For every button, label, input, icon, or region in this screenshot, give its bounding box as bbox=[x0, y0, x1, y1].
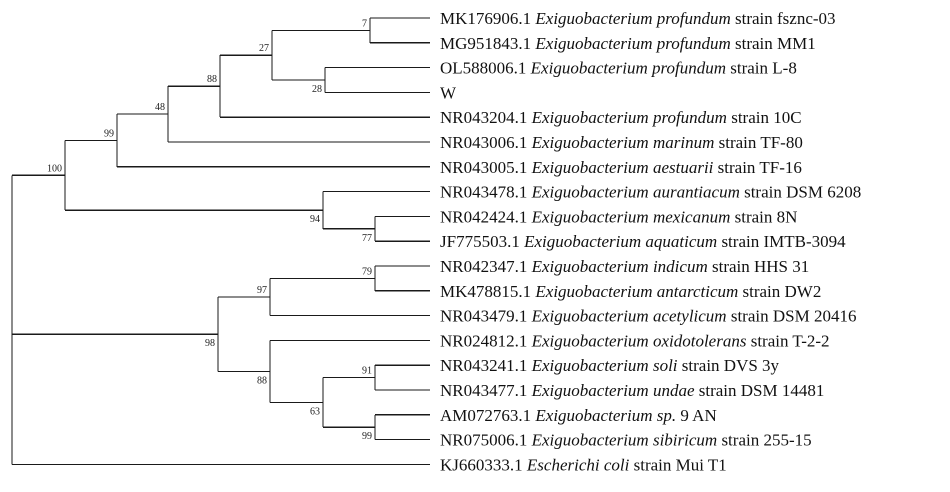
leaf-strain: strain 255-15 bbox=[717, 431, 811, 450]
leaf-species: Exiguobacterium antarcticum bbox=[531, 282, 738, 301]
leaf-species: Exiguobacterium profundum bbox=[531, 9, 731, 28]
bootstrap-value: 100 bbox=[47, 163, 62, 174]
leaf-label-L11: MK478815.1 Exiguobacterium antarcticum s… bbox=[440, 282, 821, 301]
leaf-label-L6: NR043005.1 Exiguobacterium aestuarii str… bbox=[440, 158, 802, 177]
leaf-label-L7: NR043478.1 Exiguobacterium aurantiacum s… bbox=[440, 183, 861, 202]
leaf-strain: strain TF-80 bbox=[714, 133, 802, 152]
leaf-species: Exiguobacterium profundum bbox=[531, 34, 731, 53]
leaf-accession: NR043006.1 bbox=[440, 133, 527, 152]
leaf-species: Escherichi coli bbox=[523, 455, 630, 474]
leaf-strain: strain Mui T1 bbox=[629, 455, 726, 474]
leaf-species: Exiguobacterium marinum bbox=[527, 133, 714, 152]
leaf-accession: JF775503.1 bbox=[440, 232, 520, 251]
leaf-strain: strain DSM 6208 bbox=[740, 183, 861, 202]
leaf-accession: NR024812.1 bbox=[440, 331, 527, 350]
leaf-strain: strain MM1 bbox=[731, 34, 816, 53]
bootstrap-value: 98 bbox=[205, 338, 215, 349]
leaf-accession: MG951843.1 bbox=[440, 34, 531, 53]
leaf-strain: strain DW2 bbox=[738, 282, 821, 301]
bootstrap-value: 28 bbox=[312, 84, 322, 95]
bootstrap-value: 77 bbox=[362, 233, 372, 244]
leaf-label-L17: NR075006.1 Exiguobacterium sibiricum str… bbox=[440, 431, 812, 450]
leaf-label-L1: MG951843.1 Exiguobacterium profundum str… bbox=[440, 34, 816, 53]
leaf-strain: strain HHS 31 bbox=[708, 257, 810, 276]
leaf-species: Exiguobacterium oxidotolerans bbox=[527, 331, 746, 350]
bootstrap-value: 79 bbox=[362, 266, 372, 277]
leaf-label-L2: OL588006.1 Exiguobacterium profundum str… bbox=[440, 59, 797, 78]
leaf-label-L3: W bbox=[440, 83, 457, 102]
leaf-accession: NR043478.1 bbox=[440, 183, 527, 202]
leaf-species: Exiguobacterium aestuarii bbox=[527, 158, 713, 177]
leaf-accession: MK478815.1 bbox=[440, 282, 531, 301]
leaf-label-L10: NR042347.1 Exiguobacterium indicum strai… bbox=[440, 257, 809, 276]
leaf-species: Exiguobacterium aquaticum bbox=[520, 232, 717, 251]
bootstrap-value: 99 bbox=[104, 128, 114, 139]
leaf-labels: MK176906.1 Exiguobacterium profundum str… bbox=[440, 9, 861, 474]
leaf-accession: NR042424.1 bbox=[440, 207, 527, 226]
leaf-accession: NR043005.1 bbox=[440, 158, 527, 177]
leaf-accession: NR043479.1 bbox=[440, 307, 527, 326]
bootstrap-value: 97 bbox=[257, 285, 267, 296]
leaf-species: Exiguobacterium undae bbox=[527, 381, 695, 400]
leaf-accession: W bbox=[440, 83, 457, 102]
leaf-label-L18: KJ660333.1 Escherichi coli strain Mui T1 bbox=[440, 455, 727, 474]
bootstrap-value: 99 bbox=[362, 431, 372, 442]
leaf-strain: strain DVS 3y bbox=[678, 356, 780, 375]
leaf-strain: strain T-2-2 bbox=[746, 331, 829, 350]
leaf-strain: strain fsznc-03 bbox=[731, 9, 836, 28]
leaf-accession: KJ660333.1 bbox=[440, 455, 523, 474]
leaf-accession: NR043477.1 bbox=[440, 381, 527, 400]
leaf-strain: strain L-8 bbox=[726, 59, 797, 78]
leaf-strain: strain TF-16 bbox=[713, 158, 801, 177]
leaf-accession: NR043241.1 bbox=[440, 356, 527, 375]
leaf-strain: strain IMTB-3094 bbox=[717, 232, 846, 251]
leaf-accession: AM072763.1 bbox=[440, 406, 531, 425]
leaf-label-L5: NR043006.1 Exiguobacterium marinum strai… bbox=[440, 133, 803, 152]
leaf-strain: strain DSM 14481 bbox=[695, 381, 825, 400]
leaf-label-L12: NR043479.1 Exiguobacterium acetylicum st… bbox=[440, 307, 856, 326]
leaf-strain: strain 8N bbox=[730, 207, 797, 226]
leaf-species: Exiguobacterium indicum bbox=[527, 257, 707, 276]
bootstrap-value: 63 bbox=[310, 406, 320, 417]
bootstrap-value: 94 bbox=[310, 214, 320, 225]
leaf-species: Exiguobacterium profundum bbox=[527, 108, 727, 127]
bootstrap-value: 88 bbox=[257, 375, 267, 386]
leaf-label-L0: MK176906.1 Exiguobacterium profundum str… bbox=[440, 9, 836, 28]
leaf-accession: OL588006.1 bbox=[440, 59, 526, 78]
leaf-species: Exiguobacterium soli bbox=[527, 356, 677, 375]
leaf-label-L13: NR024812.1 Exiguobacterium oxidotolerans… bbox=[440, 331, 830, 350]
leaf-strain: strain 10C bbox=[727, 108, 802, 127]
bootstrap-values: 7 28 27 88 48 99 77 94 100 79 97 91 99 63 88 98 bbox=[47, 18, 372, 442]
leaf-accession: NR042347.1 bbox=[440, 257, 527, 276]
leaf-species: Exiguobacterium aurantiacum bbox=[527, 183, 739, 202]
leaf-label-L9: JF775503.1 Exiguobacterium aquaticum str… bbox=[440, 232, 846, 251]
bootstrap-value: 91 bbox=[362, 366, 372, 377]
leaf-accession: MK176906.1 bbox=[440, 9, 531, 28]
leaf-species: Exiguobacterium acetylicum bbox=[527, 307, 726, 326]
leaf-label-L15: NR043477.1 Exiguobacterium undae strain … bbox=[440, 381, 824, 400]
leaf-strain: strain DSM 20416 bbox=[727, 307, 857, 326]
leaf-accession: NR075006.1 bbox=[440, 431, 527, 450]
leaf-label-L14: NR043241.1 Exiguobacterium soli strain D… bbox=[440, 356, 780, 375]
leaf-species: Exiguobacterium mexicanum bbox=[527, 207, 730, 226]
bootstrap-value: 48 bbox=[155, 102, 165, 113]
leaf-accession: NR043204.1 bbox=[440, 108, 527, 127]
leaf-label-L16: AM072763.1 Exiguobacterium sp. 9 AN bbox=[440, 406, 717, 425]
leaf-species: Exiguobacterium sibiricum bbox=[527, 431, 717, 450]
leaf-label-L4: NR043204.1 Exiguobacterium profundum str… bbox=[440, 108, 802, 127]
tree-branches bbox=[11, 17, 430, 465]
leaf-species: Exiguobacterium profundum bbox=[526, 59, 726, 78]
bootstrap-value: 27 bbox=[259, 43, 269, 54]
leaf-label-L8: NR042424.1 Exiguobacterium mexicanum str… bbox=[440, 207, 797, 226]
leaf-species: Exiguobacterium sp. bbox=[531, 406, 676, 425]
leaf-strain: 9 AN bbox=[676, 406, 717, 425]
bootstrap-value: 7 bbox=[362, 18, 367, 29]
bootstrap-value: 88 bbox=[207, 74, 217, 85]
